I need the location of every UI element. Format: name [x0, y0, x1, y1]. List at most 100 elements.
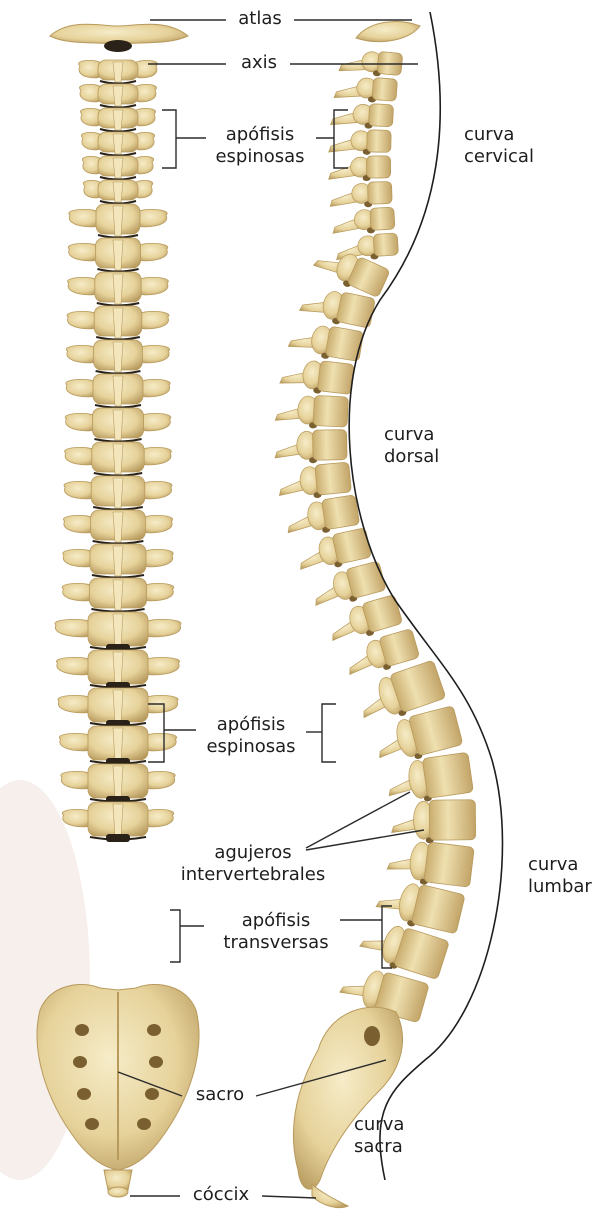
transverse-process	[68, 277, 99, 294]
label-line: cervical	[464, 146, 534, 168]
label-sacro: sacro	[184, 1084, 256, 1106]
lateral-vertebra	[330, 102, 393, 130]
transverse-process	[144, 733, 177, 750]
label-line: curva	[354, 1114, 404, 1136]
lateral-vertebra	[275, 393, 349, 430]
transverse-process	[138, 345, 169, 362]
spinous-process	[113, 410, 123, 440]
label-line: intervertebrales	[168, 864, 338, 886]
spinous-process	[113, 546, 123, 576]
transverse-process	[138, 311, 169, 328]
coccyx	[108, 1187, 128, 1197]
spinous-process	[113, 690, 123, 724]
spinous-process	[113, 614, 123, 648]
vertebral-body	[373, 233, 398, 256]
vertebral-body	[315, 462, 352, 495]
transverse-process	[142, 549, 173, 566]
transverse-process	[144, 619, 181, 636]
label-curva-cervical: curva cervical	[464, 124, 534, 168]
spinous-process	[113, 766, 123, 800]
label-line: apófisis	[200, 124, 320, 146]
label-curva-lumbar: curva lumbar	[528, 854, 592, 898]
lateral-vertebra	[279, 356, 354, 397]
transverse-process	[59, 733, 92, 750]
vertebral-body	[429, 800, 475, 840]
label-curva-dorsal: curva dorsal	[384, 424, 439, 468]
sacral-foramen	[75, 1024, 89, 1036]
sacral-foramen	[147, 1024, 161, 1036]
transverse-process	[65, 447, 96, 464]
sacral-foramen	[145, 1088, 159, 1100]
vertebral-body	[321, 495, 359, 530]
vertebral-body	[367, 130, 391, 152]
label-line: apófisis	[192, 714, 310, 736]
vertebral-body	[411, 884, 465, 934]
transverse-process	[136, 209, 167, 226]
transverse-process	[63, 549, 94, 566]
spinous-process	[113, 376, 123, 406]
label-line: espinosas	[192, 736, 310, 758]
lateral-spine	[275, 22, 476, 1208]
transverse-process	[141, 481, 172, 498]
label-agujeros-intervertebrales: agujeros intervertebrales	[168, 842, 338, 886]
sacral-foramen	[149, 1056, 163, 1068]
vertebral-body	[424, 842, 475, 887]
spinous-process	[113, 804, 123, 838]
label-axis: axis	[228, 52, 290, 74]
sacral-foramen	[85, 1118, 99, 1130]
label-line: espinosas	[200, 146, 320, 168]
vertebral-body	[313, 395, 349, 427]
spinous-process	[113, 728, 123, 762]
label-coccix: cóccix	[180, 1184, 262, 1206]
transverse-process	[68, 243, 99, 260]
label-line: dorsal	[384, 446, 439, 468]
transverse-process	[58, 695, 92, 712]
transverse-process	[62, 809, 92, 826]
spinous-process	[113, 206, 123, 236]
lateral-vertebra	[329, 129, 392, 155]
lateral-vertebra	[339, 48, 403, 79]
lateral-vertebra	[332, 207, 395, 235]
transverse-process	[64, 481, 95, 498]
spinous-process	[113, 342, 123, 372]
posterior-spine	[37, 24, 199, 1197]
label-line: sacra	[354, 1136, 404, 1158]
spinous-process	[113, 512, 123, 542]
spinous-process	[113, 134, 123, 154]
atlas-vertebra	[356, 22, 420, 42]
label-line: curva	[528, 854, 592, 876]
spinous-process	[113, 110, 123, 130]
lateral-vertebra	[334, 75, 398, 105]
sacrum-lateral	[293, 1007, 402, 1189]
vertebral-body	[346, 561, 387, 599]
lateral-vertebra	[277, 462, 352, 501]
sacral-foramen	[77, 1088, 91, 1100]
vertebral-body	[317, 361, 354, 395]
spinous-process	[113, 158, 123, 178]
spinous-process	[113, 444, 123, 474]
vertebral-gap	[104, 40, 132, 52]
spinous-process	[113, 182, 123, 202]
label-line: transversas	[208, 932, 344, 954]
label-apofisis-espinosas-mid: apófisis espinosas	[192, 714, 310, 758]
vertebral-body	[370, 207, 395, 230]
transverse-process	[139, 379, 170, 396]
label-apofisis-espinosas-top: apófisis espinosas	[200, 124, 320, 168]
lateral-vertebra	[287, 320, 364, 365]
spinous-process	[113, 652, 123, 686]
transverse-process	[65, 413, 96, 430]
spinous-process	[113, 86, 123, 106]
vertebral-body	[408, 706, 463, 756]
label-curva-sacra: curva sacra	[354, 1114, 404, 1158]
transverse-process	[141, 515, 172, 532]
label-line: curva	[464, 124, 534, 146]
label-line: lumbar	[528, 876, 592, 898]
label-line: agujeros	[168, 842, 338, 864]
vertebral-body	[372, 78, 398, 102]
transverse-process	[56, 657, 92, 674]
transverse-process	[143, 583, 174, 600]
transverse-process	[66, 345, 97, 362]
transverse-process	[69, 209, 100, 226]
vertebral-body	[336, 292, 375, 328]
label-atlas: atlas	[228, 8, 292, 30]
